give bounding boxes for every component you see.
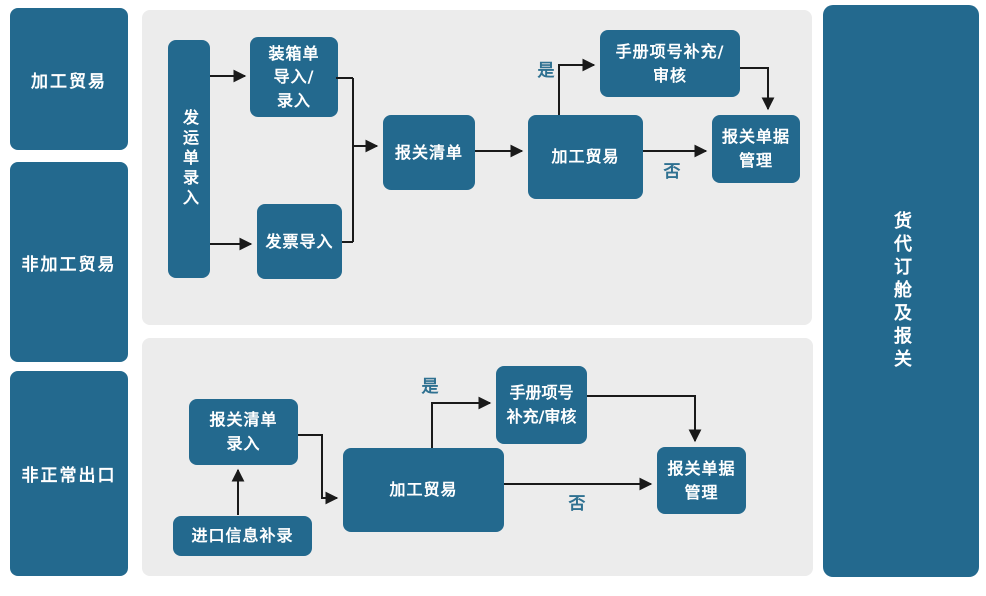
node-invoice-import: 发票导入 — [257, 204, 342, 279]
sidebar-item-abnormal-export: 非正常出口 — [10, 371, 128, 576]
edge-label-yes-bottom: 是 — [421, 376, 439, 397]
node-shipping-order-entry: 发运单录入 — [168, 40, 210, 278]
node-packing-list-import: 装箱单 导入/ 录入 — [250, 37, 338, 117]
node-processing-trade-bottom: 加工贸易 — [343, 448, 504, 532]
node-customs-doc-mgmt-bottom: 报关单据 管理 — [657, 447, 746, 514]
node-customs-doc-mgmt-top: 报关单据 管理 — [712, 115, 800, 183]
node-customs-list-entry: 报关清单 录入 — [189, 399, 298, 465]
node-manual-item-check-top: 手册项号补充/ 审核 — [600, 30, 740, 97]
node-processing-trade-top: 加工贸易 — [528, 115, 643, 199]
edge-label-yes-top: 是 — [537, 60, 555, 81]
sidebar-item-processing-trade: 加工贸易 — [10, 8, 128, 150]
node-import-info-entry: 进口信息补录 — [173, 516, 312, 556]
edge-label-no-bottom: 否 — [568, 493, 586, 514]
sidebar-item-non-processing-trade: 非加工贸易 — [10, 162, 128, 362]
right-banner-freight-booking-customs: 货代订舱及报关 — [823, 5, 979, 577]
node-customs-list-top: 报关清单 — [383, 115, 475, 190]
edge-label-no-top: 否 — [663, 161, 681, 182]
node-manual-item-check-bottom: 手册项号 补充/审核 — [496, 366, 587, 444]
